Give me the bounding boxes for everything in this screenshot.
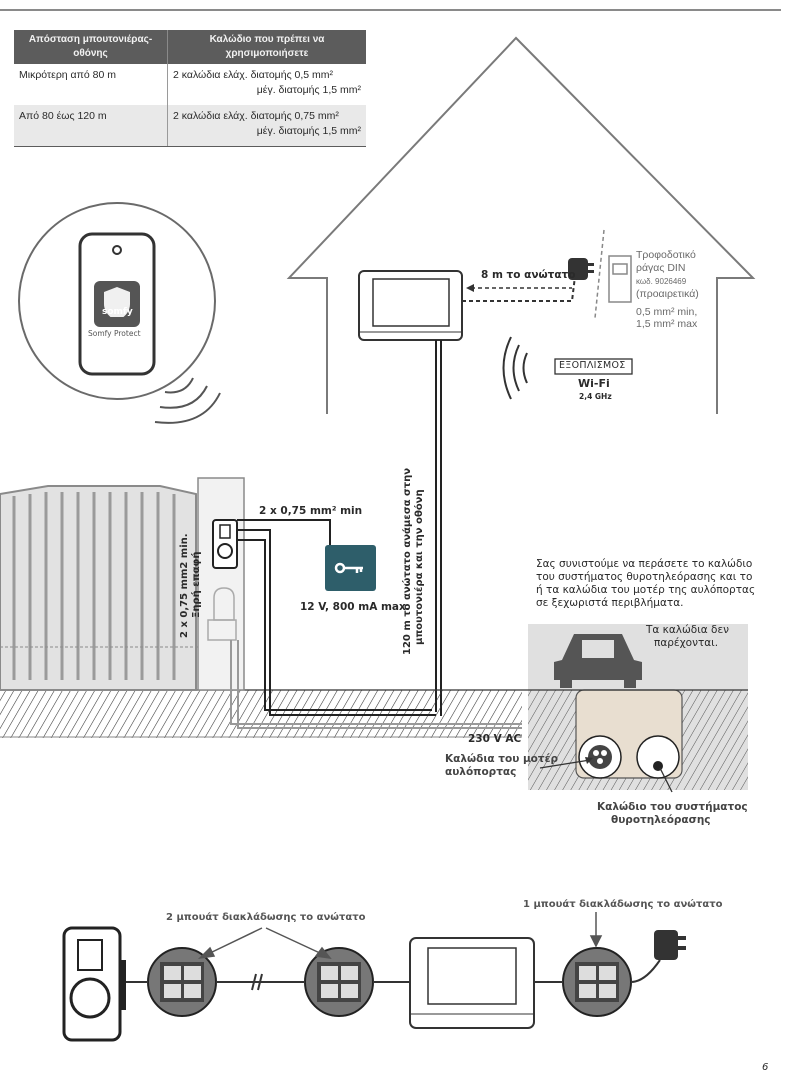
indoor-monitor (358, 270, 463, 341)
not-supplied-note: Τα καλώδια δεν παρέχονται. (646, 624, 729, 650)
intercom-cable-line: θυροτηλεόρασης (611, 814, 711, 826)
recommendation-line: Σας συνιστούμε να περάσετε το καλώδιο (536, 558, 753, 570)
phone-brand: somfy (102, 307, 133, 317)
cable-line: 2 καλώδια ελάχ. διατομής 0,75 mm² (173, 110, 339, 122)
cable-spec-table: Απόσταση μπουτονιέρας-οθόνης Καλώδιο που… (14, 30, 366, 147)
din-line: Τροφοδοτικό (636, 249, 696, 261)
pointer-line (539, 759, 591, 769)
dry-contact-line: Ξηρή επαφή (191, 551, 202, 618)
gate (0, 485, 200, 691)
max-run-line: 120 m το ανώτατο ανάμεσα στην (402, 467, 413, 655)
junction-box (562, 947, 632, 1017)
recommendation-line: ή τα καλώδια του μοτέρ της αυλόπορτας (536, 584, 756, 596)
top-rule (0, 9, 781, 11)
cable-line: 2 καλώδια ελάχ. διατομής 0,5 mm² (173, 69, 334, 81)
recommendation-line: του συστήματος θυροτηλεόρασης και το (536, 571, 753, 583)
bottom-power-adapter-icon (654, 930, 686, 960)
not-supplied-line: Τα καλώδια δεν (646, 624, 729, 636)
cable-line: μέγ. διατομής 1,5 mm² (256, 84, 361, 96)
gate-pillar (197, 477, 245, 691)
cable-to-lock (237, 519, 436, 716)
house-outline (286, 36, 756, 414)
equipment-box (554, 358, 633, 375)
recommendation-line: σε ξεχωριστά περιβλήματα. (536, 597, 684, 609)
row-distance: Μικρότερη από 80 m (14, 64, 168, 105)
dry-contact-label: 2 x 0,75 mm2 min. Ξηρή επαφή (179, 533, 203, 638)
power-adapter-icon (568, 258, 594, 280)
cable-monitor-to-ground (435, 340, 442, 716)
distance-arrow (462, 267, 577, 302)
not-supplied-line: παρέχονται. (654, 637, 719, 649)
intercom-cable-line: Καλώδιο του συστήματος (597, 801, 748, 813)
pointer-line (659, 767, 673, 793)
row-cable: 2 καλώδια ελάχ. διατομής 0,75 mm² μέγ. δ… (167, 105, 366, 147)
duct-cross-section (528, 624, 748, 790)
junction-box (147, 947, 217, 1017)
dry-contact-line: 2 x 0,75 mm2 min. (179, 533, 190, 638)
header-cable: Καλώδιο που πρέπει να χρησιμοποιήσετε (167, 30, 366, 64)
gate-motor-line: Καλώδια του μοτέρ (445, 753, 558, 765)
row-cable: 2 καλώδια ελάχ. διατομής 0,5 mm² μέγ. δι… (167, 64, 366, 105)
header-distance: Απόσταση μπουτονιέρας-οθόνης (14, 30, 168, 64)
phone-signal-icon (154, 377, 221, 424)
wifi-label: Wi-Fi (578, 377, 610, 390)
smartphone-app-icon (18, 202, 216, 400)
wifi-signal-icon (502, 336, 528, 400)
pointer-arrows (197, 912, 603, 960)
bottom-doorbell (62, 926, 126, 1042)
page-number: 6 (762, 1062, 769, 1073)
two-junctions-label: 2 μπουάτ διακλάδωσης το ανώτατο (166, 912, 366, 923)
din-cable-spec: 0,5 mm² min, 1,5 mm² max (636, 306, 697, 330)
one-junction-label: 1 μπουάτ διακλάδωσης το ανώτατο (523, 899, 723, 910)
din-label: Τροφοδοτικό ράγας DIN κωδ. 9026469 (προα… (636, 249, 699, 301)
table-header-row: Απόσταση μπουτονιέρας-οθόνης Καλώδιο που… (14, 30, 366, 64)
din-line: (προαιρετικά) (636, 288, 699, 300)
outdoor-doorbell (212, 519, 238, 569)
table-row: Από 80 έως 120 m 2 καλώδια ελάχ. διατομή… (14, 105, 366, 147)
intercom-cable-label: Καλώδιο του συστήματος θυροτηλεόρασης (597, 801, 748, 827)
max-run-label: 120 m το ανώτατο ανάμεσα στην μπουτονιέρ… (402, 468, 426, 655)
din-rail-power-supply (594, 229, 632, 319)
cable-line: μέγ. διατομής 1,5 mm² (256, 125, 361, 137)
lock-cable-label: 2 x 0,75 mm² min (259, 505, 363, 517)
bottom-monitor (409, 937, 535, 1029)
gate-motor (207, 587, 237, 641)
max-run-line: μπουτονιέρα και την οθόνη (414, 489, 425, 645)
key-icon (334, 562, 363, 574)
din-cable-line: 1,5 mm² max (636, 318, 698, 330)
row-distance: Από 80 έως 120 m (14, 105, 168, 147)
distance-label: 8 m το ανώτατο (481, 269, 576, 281)
mains-label: 230 V AC (468, 733, 522, 745)
junction-box (304, 947, 374, 1017)
table-row: Μικρότερη από 80 m 2 καλώδια ελάχ. διατο… (14, 64, 366, 105)
bottom-cables (126, 959, 661, 991)
recommendation-text: Σας συνιστούμε να περάσετε το καλώδιο το… (536, 558, 755, 610)
din-cable-line: 0,5 mm² min, (636, 306, 698, 318)
wifi-band: 2,4 GHz (579, 392, 612, 401)
equipment-label: ΕΞΟΠΛΙΣΜΟΣ (559, 360, 626, 371)
gate-motor-cables (230, 640, 522, 729)
gate-motor-cables-label: Καλώδια του μοτέρ αυλόπορτας (445, 753, 558, 779)
din-code: κωδ. 9026469 (636, 277, 687, 286)
gate-motor-line: αυλόπορτας (445, 766, 517, 778)
lock-power-label: 12 V, 800 mA max. (300, 601, 410, 613)
din-line: ράγας DIN (636, 262, 686, 274)
phone-app-name: Somfy Protect (88, 329, 141, 338)
